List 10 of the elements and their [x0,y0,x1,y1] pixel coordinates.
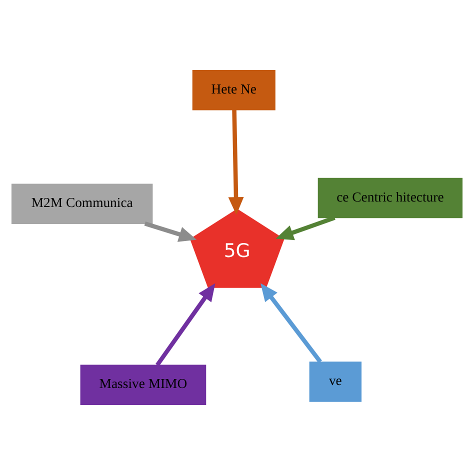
node-box: ve [309,361,362,402]
node-box: Hete Ne [192,70,276,110]
arrow [144,221,197,242]
arrow [260,282,322,363]
node-box: ce Centric hitecture [318,177,463,218]
node-box: M2M Communica [11,183,153,224]
node-box: Massive MIMO [80,364,206,404]
arrow [276,215,336,240]
arrow [228,109,244,214]
arrow [156,282,216,366]
